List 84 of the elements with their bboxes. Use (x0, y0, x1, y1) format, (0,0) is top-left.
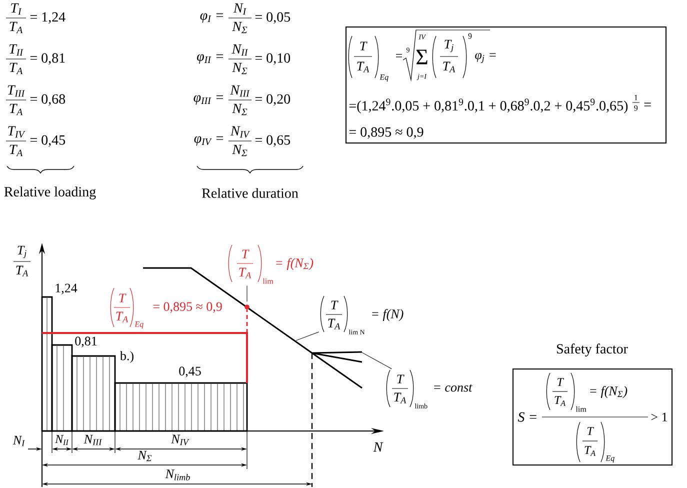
equation-value: = 1,24 (30, 12, 66, 24)
leader-line (362, 352, 392, 370)
exponent: 9 (468, 33, 472, 39)
denominator: N$_{Σ}$ (232, 104, 248, 116)
caption: Relative loading (4, 186, 96, 200)
math-term: φ$_{I}$ = (200, 13, 223, 23)
denominator: T$_{A}$ (443, 62, 456, 72)
subscript: Eq (134, 322, 144, 328)
numerator: T$_{II}$ (10, 44, 24, 56)
numerator: N$_{II}$ (232, 44, 248, 56)
equation-value: = 0,10 (255, 53, 290, 65)
numerator: T (557, 378, 564, 386)
dimension-label: N$_{I}$ (12, 436, 25, 446)
math-term: = (396, 54, 402, 58)
dimension-label: N$_{II}$ (55, 435, 69, 445)
denominator: T$_{A}$ (116, 312, 128, 322)
formula-line: =(1,24$^{9}$.0,05 + 0,81$^{9}$.0,1 + 0,68$^{9}$.0,2 + 0,45$^{9}$.0,65) (349, 98, 628, 114)
bar-value: 0,45 (179, 366, 201, 378)
subscript: lim (576, 406, 586, 412)
math-term: S = (518, 412, 536, 422)
formula-box (346, 26, 666, 144)
denominator: N$_{Σ}$ (232, 62, 248, 74)
equation-value: = 0,05 (255, 12, 290, 24)
numerator: T (587, 427, 594, 435)
math-term: φ$_{IV}$ = (194, 136, 223, 146)
leader-line (246, 285, 248, 302)
formula-line: = 0,895 ≈ 0,9 (349, 127, 424, 139)
denominator: T$_{A}$ (357, 62, 370, 72)
numerator: T (331, 300, 338, 310)
denominator: T$_{A}$ (10, 144, 23, 156)
denominator: T$_{A}$ (328, 318, 340, 330)
equation-value: = 0,68 (30, 94, 66, 106)
math-term: φ$_{III}$ = (194, 95, 223, 105)
denominator: N$_{Σ}$ (232, 22, 248, 34)
equation-value: = 0,45 (30, 135, 66, 147)
numerator: T$_{III}$ (8, 85, 25, 97)
denominator: T$_{A}$ (584, 446, 596, 456)
dimension-label: N$_{III}$ (84, 434, 102, 446)
numerator: T$_{j}$ (444, 40, 454, 52)
exponent: 1 (634, 94, 638, 100)
caption: Relative duration (202, 188, 298, 198)
numerator: T (397, 374, 404, 384)
math-term: = f(N$_{Σ}$) (590, 386, 628, 398)
subscript: Eq (380, 74, 388, 82)
dimension-label: N$_{IV}$ (171, 434, 190, 446)
axis-label: T$_{j}$ (18, 246, 26, 258)
numerator: N$_{I}$ (233, 3, 246, 15)
leader-line (296, 332, 320, 341)
subscript: lim (262, 278, 274, 284)
axis-label: T$_{A}$ (16, 266, 28, 276)
numerator: T$_{IV}$ (8, 126, 26, 138)
equation-value: = 0,20 (255, 94, 290, 106)
math-term: > 1 (651, 412, 668, 422)
math-term: = const (434, 384, 472, 392)
numerator: T$_{I}$ (11, 3, 22, 15)
math-term: = (644, 102, 651, 106)
sum-sign: Σ (416, 50, 428, 64)
equation-value: = 0,65 (255, 135, 290, 147)
numerator: N$_{IV}$ (230, 126, 250, 138)
math-term: φ$_{II}$ = (197, 54, 223, 64)
denominator: T$_{A}$ (394, 392, 406, 404)
equation-value: = 0,895 ≈ 0,9 (153, 302, 222, 313)
denominator: T$_{A}$ (10, 104, 23, 116)
axis-label: N (373, 442, 384, 452)
equation-value: = 0,81 (30, 53, 65, 65)
bar-value: 1,24 (56, 284, 78, 294)
denominator: N$_{Σ}$ (232, 144, 248, 156)
numerator: T (360, 42, 368, 50)
denominator: T$_{A}$ (10, 62, 23, 74)
bar-value: 0,81 (75, 336, 97, 348)
denominator: T$_{A}$ (554, 396, 566, 406)
math-term: φ$_{j}$ = (475, 53, 496, 63)
heading: Safety factor (557, 344, 628, 356)
subscript: Eq (606, 456, 614, 462)
math-term: = f(N$_{Σ}$) (276, 258, 314, 270)
dimension-label: N$_{Σ}$ (138, 450, 152, 462)
denominator: T$_{A}$ (10, 22, 23, 34)
numerator: T (242, 250, 250, 258)
numerator: N$_{III}$ (230, 85, 250, 97)
denominator: T$_{A}$ (239, 268, 252, 278)
math-term: = f(N) (372, 309, 404, 321)
exponent: 9 (634, 105, 638, 111)
numerator: T (119, 294, 126, 302)
dimension-label: N$_{limb}$ (165, 470, 190, 480)
